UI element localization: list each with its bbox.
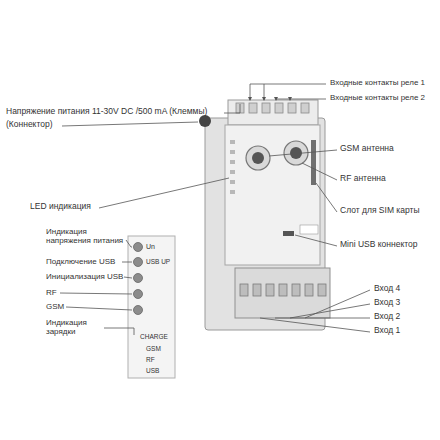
- panel-marking: CHARGE: [140, 333, 168, 340]
- panel-marking: RF: [146, 356, 155, 363]
- panel-marking: USB: [146, 367, 159, 374]
- input-label: Вход 1: [374, 326, 400, 336]
- part-label: Mini USB коннектор: [340, 240, 418, 250]
- led-label: RF: [46, 288, 57, 297]
- input-label: Вход 2: [374, 312, 400, 322]
- panel-marking: USB UP: [146, 258, 170, 265]
- panel-marking: Un: [146, 243, 155, 251]
- relay-label: Входные контакты реле 2: [330, 93, 425, 102]
- part-label: Слот для SIM карты: [340, 206, 420, 216]
- part-label: GSM антенна: [340, 144, 394, 154]
- part-label: RF антенна: [340, 174, 386, 184]
- input-label: Вход 3: [374, 298, 400, 308]
- led-label: Индикация напряжения питания: [46, 227, 126, 245]
- power-label: Напряжение питания 11-30V DC /500 mA (Кл…: [6, 107, 207, 117]
- panel-marking: GSM: [146, 345, 161, 352]
- led-label: Инициализация USB: [46, 272, 123, 281]
- part-label: LED индикация: [30, 202, 91, 212]
- power-label: (Коннектор): [6, 120, 53, 130]
- input-label: Вход 4: [374, 284, 400, 294]
- led-label: GSM: [46, 302, 64, 311]
- led-label: Индикация зарядки: [46, 318, 104, 336]
- relay-label: Входные контакты реле 1: [330, 78, 425, 87]
- led-label: Подключение USB: [46, 257, 115, 266]
